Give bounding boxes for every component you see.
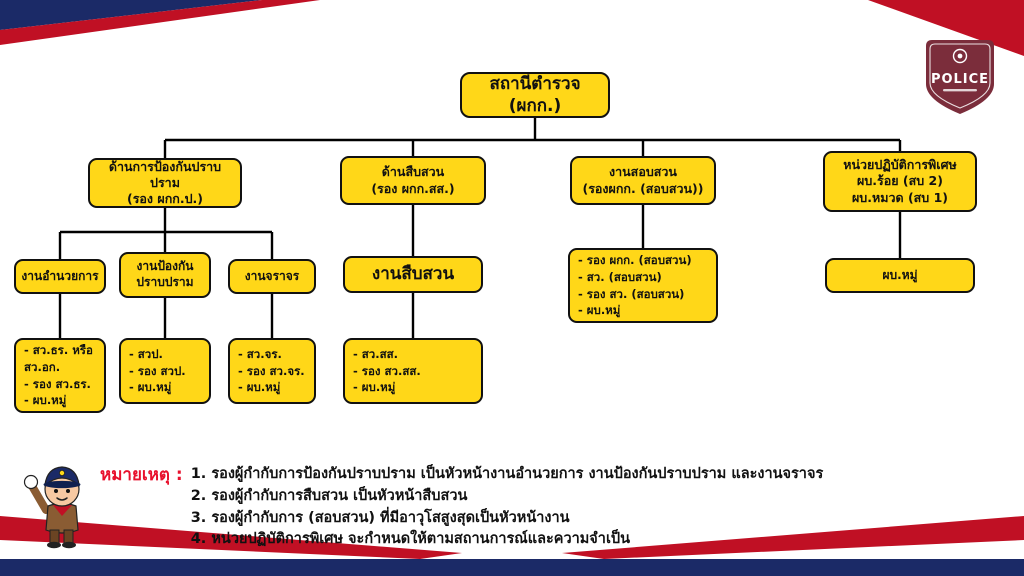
mascot-glove-icon <box>23 474 39 490</box>
note-line-1: 1. รองผู้กำกับการป้องกันปราบปราม เป็นหัว… <box>190 466 824 482</box>
notes-section: หมายเหตุ : 1. รองผู้กำกับการป้องกันปราบป… <box>100 464 1005 551</box>
org-box-special-ops-squad-leader: ผบ.หมู่ <box>825 258 975 293</box>
org-box-admin-staff-list: - สว.ธร. หรือ สว.อก. - รอง สว.ธร. - ผบ.ห… <box>14 338 106 413</box>
police-logo-subtext-line <box>943 89 977 92</box>
notes-label: หมายเหตุ : <box>100 465 183 485</box>
org-box-investigation-division: ด้านสืบสวน (รอง ผกก.สส.) <box>340 156 486 205</box>
org-box-prevention-division: ด้านการป้องกันปราบปราม (รอง ผกก.ป.) <box>88 158 242 208</box>
police-logo-text: POLICE <box>931 72 989 87</box>
org-box-prevention-staff-list: - สวป. - รอง สวป. - ผบ.หมู่ <box>119 338 211 404</box>
police-emblem-icon <box>952 48 968 64</box>
org-box-inquiry-division: งานสอบสวน (รองผกก. (สอบสวน)) <box>570 156 716 205</box>
org-box-traffic-staff-list: - สว.จร. - รอง สว.จร. - ผบ.หมู่ <box>228 338 316 404</box>
note-line-4: 4. หน่วยปฏิบัติการพิเศษ จะกำหนดให้ตามสถา… <box>190 531 631 548</box>
org-box-prevention-work: งานป้องกัน ปราบปราม <box>119 252 211 298</box>
police-logo-badge: POLICE <box>926 40 994 114</box>
mascot-arm <box>28 482 50 514</box>
note-line-3: 3. รองผู้กำกับการ (สอบสวน) ที่มีอาวุโสสู… <box>190 509 570 526</box>
org-box-investigation-work: งานสืบสวน <box>343 256 483 293</box>
police-mascot-illustration <box>23 466 81 549</box>
org-box-traffic-work: งานจราจร <box>228 259 316 294</box>
org-box-special-ops-division: หน่วยปฏิบัติการพิเศษ ผบ.ร้อย (สบ 2) ผบ.ห… <box>823 151 977 212</box>
org-box-inquiry-staff-list: - รอง ผกก. (สอบสวน) - สว. (สอบสวน) - รอง… <box>568 248 718 323</box>
notes-lines: 1. รองผู้กำกับการป้องกันปราบปราม เป็นหัว… <box>191 464 824 551</box>
org-box-admin-work: งานอำนวยการ <box>14 259 106 294</box>
org-box-station-root: สถานีตำรวจ (ผกก.) <box>460 72 610 118</box>
note-line-2: 2. รองผู้กำกับการสืบสวน เป็นหัวหน้าสืบสว… <box>190 487 468 504</box>
org-box-investigation-staff-list: - สว.สส. - รอง สว.สส. - ผบ.หมู่ <box>343 338 483 404</box>
